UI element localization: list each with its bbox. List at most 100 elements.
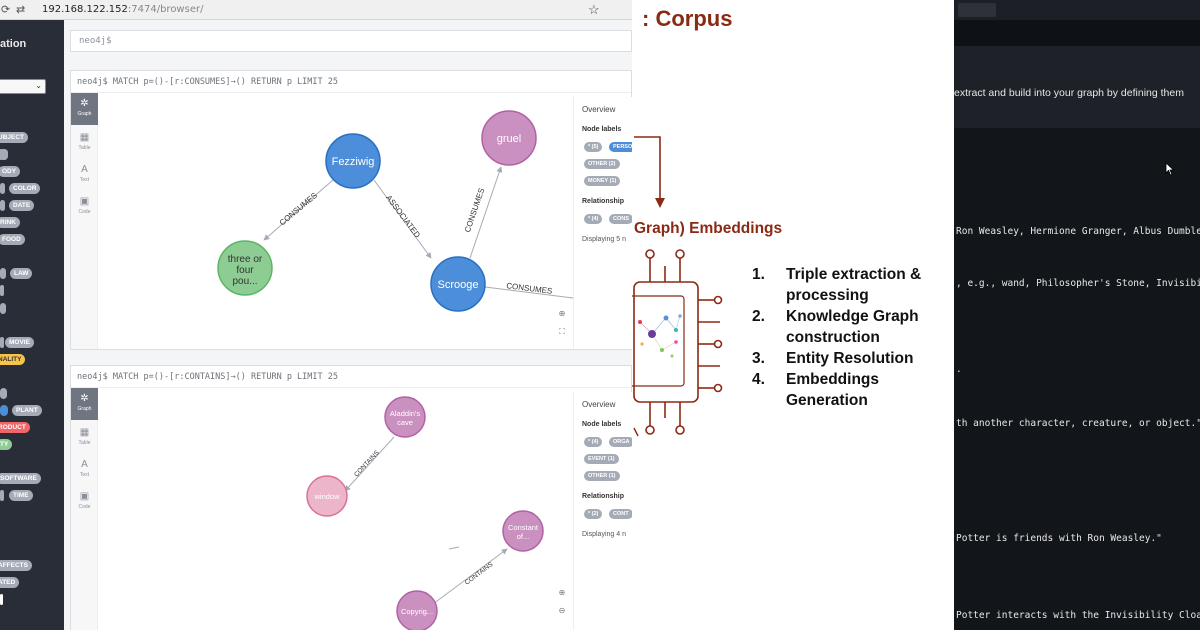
label-pill[interactable]: TY	[0, 439, 13, 450]
slide-graphics	[632, 136, 723, 437]
connection-icon[interactable]: ⇄	[16, 4, 26, 16]
edge-label: CONSUMES	[278, 191, 319, 228]
overview-label-pill[interactable]: * (5)	[584, 142, 603, 152]
label-pill[interactable]: PLANT	[12, 405, 42, 416]
graph-node[interactable]: Copyrig...	[396, 590, 438, 630]
graph-edge[interactable]	[484, 286, 573, 299]
label-pill[interactable]: MOVIE	[5, 337, 34, 348]
sidebar-title: ation	[0, 38, 27, 50]
graph-edge[interactable]	[432, 548, 508, 605]
url-text[interactable]: 192.168.122.152:7474/browser/	[42, 4, 204, 15]
graph-node[interactable]: window	[306, 475, 348, 517]
graph-node[interactable]: Constant of...	[502, 510, 544, 552]
svg-text:Scrooge: Scrooge	[438, 279, 479, 291]
label-pill[interactable]: DATE	[9, 200, 35, 211]
code-view-button[interactable]: ▣Code	[71, 486, 98, 518]
reload-icon[interactable]: ⟳	[1, 4, 11, 16]
label-pill[interactable]: AFFECTS	[0, 560, 32, 571]
window-tab[interactable]	[958, 3, 996, 17]
frame-query[interactable]: neo4j$ MATCH p=()-[r:CONTAINS]→() RETURN…	[71, 366, 631, 388]
edge-label: CONTAINS	[353, 449, 381, 478]
code-line: th another character, creature, or objec…	[956, 418, 1200, 429]
label-pill[interactable]	[2, 149, 10, 160]
database-select[interactable]: ⌄	[0, 79, 46, 94]
label-pill[interactable]: NALITY	[0, 354, 26, 365]
graph-canvas[interactable]: CONTAINS CONTAINS Aladdin's cave window …	[99, 389, 573, 630]
overview-rel-pill[interactable]: CONT	[609, 509, 632, 519]
label-pill[interactable]	[0, 149, 8, 160]
overview-rel-pill[interactable]: * (4)	[584, 214, 603, 224]
overview-label-pill[interactable]: EVENT (1)	[584, 454, 619, 464]
graph-edge[interactable]	[263, 179, 334, 241]
svg-text:Fezziwig: Fezziwig	[332, 156, 375, 168]
graph-node[interactable]: gruel	[481, 110, 537, 166]
graph-edge[interactable]	[344, 436, 395, 492]
overview-label-pill[interactable]: MONEY (1)	[584, 176, 621, 186]
table-view-button[interactable]: ▦Table	[71, 422, 98, 454]
bookmark-star-icon[interactable]: ☆	[588, 2, 600, 17]
address-bar[interactable]: ⟳ ⇄ 192.168.122.152:7474/browser/ ☆	[0, 0, 632, 20]
label-pill[interactable]: FOOD	[0, 234, 25, 245]
graph-node[interactable]: Scrooge	[430, 256, 486, 312]
label-pill-blank[interactable]	[0, 303, 6, 314]
code-icon: ▣	[79, 491, 90, 502]
code-line: .	[956, 364, 962, 375]
label-pill[interactable]: LAW	[10, 268, 33, 279]
network-graphic	[638, 314, 682, 358]
label-pill[interactable]: UBJECT	[0, 132, 29, 143]
graph-icon: ✲	[80, 98, 89, 109]
label-pill-blank[interactable]	[0, 388, 7, 399]
cypher-editor[interactable]: neo4j$	[70, 30, 632, 52]
neo4j-browser-window: ⟳ ⇄ 192.168.122.152:7474/browser/ ☆ atio…	[0, 0, 632, 630]
label-pill-blank[interactable]	[0, 405, 8, 416]
label-pill-blank[interactable]	[0, 490, 4, 501]
label-pill[interactable]: ATED	[0, 577, 20, 588]
arrow-head-icon	[655, 198, 665, 208]
overview-label-pill[interactable]: OTHER (2)	[584, 159, 620, 169]
zoom-in-icon[interactable]: ⊕	[558, 588, 566, 597]
label-pill[interactable]: ODY	[0, 166, 21, 177]
label-pill-blank[interactable]	[0, 337, 4, 348]
graph-edge[interactable]	[469, 166, 503, 259]
label-pill-blank[interactable]	[0, 268, 6, 279]
code-view-button[interactable]: ▣Code	[71, 191, 98, 223]
overview-label-pill[interactable]: ORGA	[609, 437, 632, 447]
label-pill[interactable]: SOFTWARE	[0, 473, 41, 484]
graph-canvas[interactable]: CONSUMES ASSOCIATED CONSUMES CONSUMES Fe…	[99, 94, 573, 348]
intro-text: extract and build into your graph by def…	[954, 87, 1184, 99]
svg-text:Aladdin's: Aladdin's	[390, 409, 420, 418]
label-pill-blank[interactable]	[0, 200, 5, 211]
fit-icon[interactable]: ⛶	[559, 327, 565, 336]
graph-view-button[interactable]: ✲Graph	[71, 388, 98, 420]
frame-query[interactable]: neo4j$ MATCH p=()-[r:CONSUMES]→() RETURN…	[71, 71, 631, 93]
label-pill-blank[interactable]	[0, 285, 4, 296]
label-pill[interactable]: RODUCT	[0, 422, 30, 433]
overview-rel-pill[interactable]: CONS	[609, 214, 632, 224]
code-block[interactable]: Ron Weasley, Hermione Granger, Albus Dum…	[954, 128, 1200, 630]
table-view-button[interactable]: ▦Table	[71, 127, 98, 159]
graph-node[interactable]: Aladdin's cave	[384, 396, 426, 438]
code-line: Potter interacts with the Invisibility C…	[956, 610, 1200, 621]
zoom-in-icon[interactable]: ⊕	[558, 309, 566, 318]
mouse-cursor-icon	[1165, 162, 1175, 176]
overview-label-pill[interactable]: OTHER (1)	[584, 471, 620, 481]
relationship-title: Relationship	[582, 493, 625, 500]
label-pill[interactable]: TIME	[9, 490, 33, 501]
editor-prompt: neo4j$	[79, 36, 112, 46]
graph-node[interactable]: Fezziwig	[325, 133, 381, 189]
label-pill[interactable]: RINK	[0, 217, 20, 228]
graph-edge[interactable]	[448, 546, 460, 550]
label-pill[interactable]: COLOR	[9, 183, 41, 194]
zoom-out-icon[interactable]: ⊖	[558, 606, 566, 615]
graph-node[interactable]: three or four pou...	[217, 240, 273, 296]
label-pill-blank[interactable]	[0, 183, 5, 194]
overview-rel-pill[interactable]: * (2)	[584, 509, 603, 519]
overview-label-pill[interactable]: * (4)	[584, 437, 603, 447]
label-pill-blank[interactable]	[0, 594, 3, 605]
presentation-slide: : Corpus	[632, 0, 954, 630]
graph-edge[interactable]	[373, 179, 432, 259]
overview-label-pill[interactable]: PERSO	[609, 142, 632, 152]
graph-view-button[interactable]: ✲Graph	[71, 93, 98, 125]
